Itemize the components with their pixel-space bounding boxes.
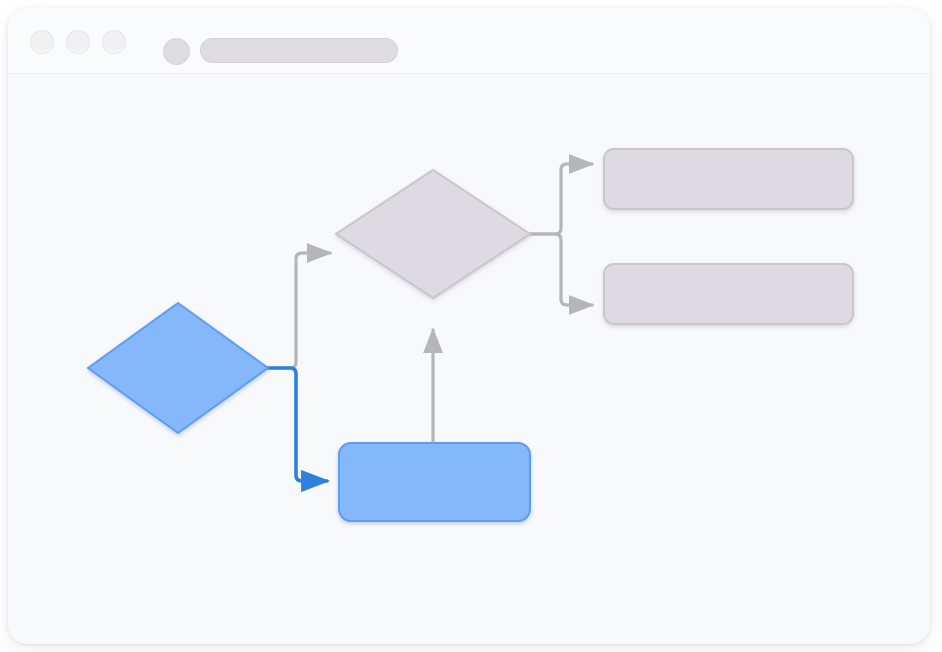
node-branch-decision[interactable]: [335, 169, 531, 299]
browser-window: [8, 8, 930, 644]
flowchart-svg: [87, 148, 854, 522]
edge-start-to-branch[interactable]: [266, 243, 333, 370]
minimize-dot-icon[interactable]: [66, 30, 90, 54]
process-step-box-shape[interactable]: [338, 442, 531, 522]
outcome-one-box-shape[interactable]: [603, 148, 854, 210]
edge-branch-to-outcome-one[interactable]: [526, 154, 595, 236]
edge-branch-to-outcome-two[interactable]: [526, 232, 595, 315]
outcome-two-box-shape[interactable]: [603, 263, 854, 325]
address-bar-input[interactable]: [200, 38, 398, 63]
edge-start-to-process[interactable]: [264, 366, 330, 493]
diagram-canvas[interactable]: [8, 74, 930, 644]
branch-decision-diamond-shape[interactable]: [335, 169, 531, 299]
start-decision-diamond-shape[interactable]: [87, 302, 269, 434]
node-start-decision[interactable]: [87, 302, 269, 434]
node-process-step[interactable]: [338, 442, 531, 522]
title-bar: [8, 8, 930, 74]
traffic-light-group: [30, 30, 126, 54]
maximize-dot-icon[interactable]: [102, 30, 126, 54]
node-outcome-two[interactable]: [603, 263, 854, 325]
node-outcome-one[interactable]: [603, 148, 854, 210]
close-dot-icon[interactable]: [30, 30, 54, 54]
nav-dot-icon[interactable]: [163, 38, 190, 65]
